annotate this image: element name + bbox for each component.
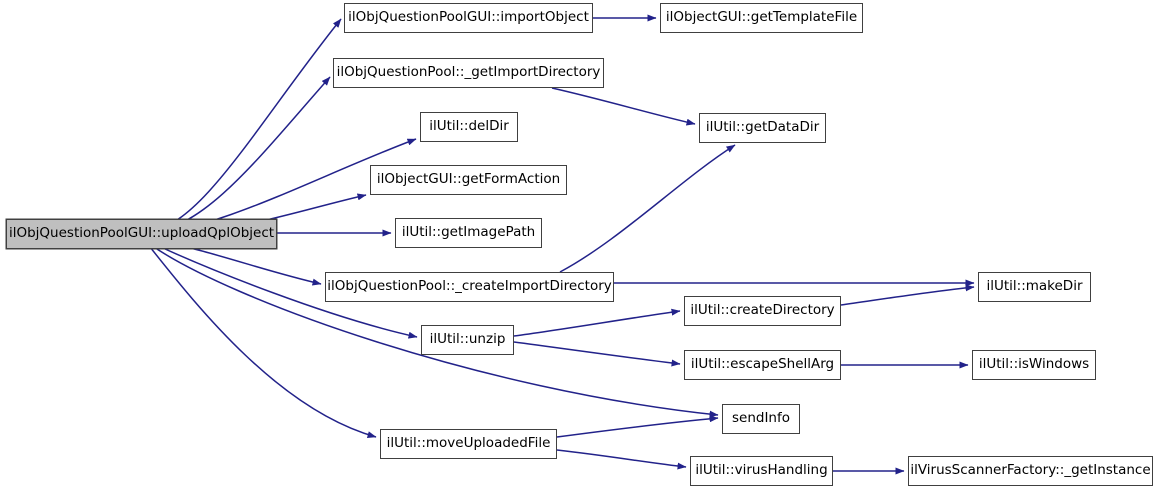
- node-label-makeDir: ilUtil::makeDir: [986, 278, 1083, 295]
- node-unzip[interactable]: ilUtil::unzip: [421, 325, 514, 355]
- node-label-getFormAction: ilObjectGUI::getFormAction: [376, 171, 561, 188]
- node-label-uploadQplObject: ilObjQuestionPoolGUI::uploadQplObject: [8, 225, 275, 242]
- node-label-delDir: ilUtil::delDir: [429, 118, 509, 135]
- node-label-getImportDirectory: ilObjQuestionPool::_getImportDirectory: [336, 64, 601, 81]
- node-uploadQplObject[interactable]: ilObjQuestionPoolGUI::uploadQplObject: [6, 219, 277, 249]
- edge-uploadQplObject-to-importObject: [149, 18, 342, 231]
- node-makeDir[interactable]: ilUtil::makeDir: [978, 272, 1091, 302]
- node-label-sendInfo: sendInfo: [731, 410, 790, 427]
- node-label-unzip: ilUtil::unzip: [429, 331, 506, 348]
- node-virusHandling[interactable]: ilUtil::virusHandling: [690, 456, 833, 486]
- edge-uploadQplObject-to-getImportDirectory: [150, 76, 331, 232]
- node-importObject[interactable]: ilObjQuestionPoolGUI::importObject: [344, 3, 593, 33]
- edge-moveUploadedFile-to-sendInfo: [556, 415, 719, 438]
- node-label-getImagePath: ilUtil::getImagePath: [401, 224, 536, 241]
- node-getImagePath[interactable]: ilUtil::getImagePath: [395, 218, 542, 248]
- node-getTemplateFile[interactable]: ilObjectGUI::getTemplateFile: [660, 3, 863, 33]
- node-label-getDataDir: ilUtil::getDataDir: [705, 119, 820, 136]
- node-getInstance[interactable]: ilVirusScannerFactory::_getInstance: [908, 456, 1153, 486]
- node-label-moveUploadedFile: ilUtil::moveUploadedFile: [386, 435, 551, 452]
- edge-getImportDirectory-to-getDataDir: [551, 87, 696, 126]
- node-getFormAction[interactable]: ilObjectGUI::getFormAction: [370, 165, 567, 195]
- node-label-importObject: ilObjQuestionPoolGUI::importObject: [348, 9, 589, 26]
- node-sendInfo[interactable]: sendInfo: [722, 404, 800, 434]
- node-delDir[interactable]: ilUtil::delDir: [420, 112, 518, 142]
- node-moveUploadedFile[interactable]: ilUtil::moveUploadedFile: [380, 429, 557, 459]
- node-label-isWindows: ilUtil::isWindows: [978, 356, 1090, 373]
- node-getImportDirectory[interactable]: ilObjQuestionPool::_getImportDirectory: [333, 58, 604, 88]
- node-getDataDir[interactable]: ilUtil::getDataDir: [699, 113, 826, 143]
- node-label-createImportDirectory: ilObjQuestionPool::_createImportDirector…: [327, 278, 612, 295]
- edge-unzip-to-createDirectory: [513, 308, 681, 337]
- node-label-virusHandling: ilUtil::virusHandling: [695, 462, 828, 479]
- edge-moveUploadedFile-to-virusHandling: [556, 449, 687, 470]
- node-label-escapeShellArg: ilUtil::escapeShellArg: [690, 356, 835, 373]
- node-label-getInstance: ilVirusScannerFactory::_getInstance: [910, 462, 1151, 479]
- node-escapeShellArg[interactable]: ilUtil::escapeShellArg: [684, 350, 841, 380]
- edge-createImportDirectory-to-getDataDir: [559, 144, 736, 273]
- node-createDirectory[interactable]: ilUtil::createDirectory: [684, 296, 841, 326]
- edge-unzip-to-escapeShellArg: [513, 341, 681, 367]
- node-isWindows[interactable]: ilUtil::isWindows: [972, 350, 1096, 380]
- edge-createDirectory-to-makeDir: [840, 284, 975, 306]
- node-createImportDirectory[interactable]: ilObjQuestionPool::_createImportDirector…: [325, 272, 614, 302]
- node-label-createDirectory: ilUtil::createDirectory: [690, 302, 835, 319]
- node-label-getTemplateFile: ilObjectGUI::getTemplateFile: [665, 9, 858, 26]
